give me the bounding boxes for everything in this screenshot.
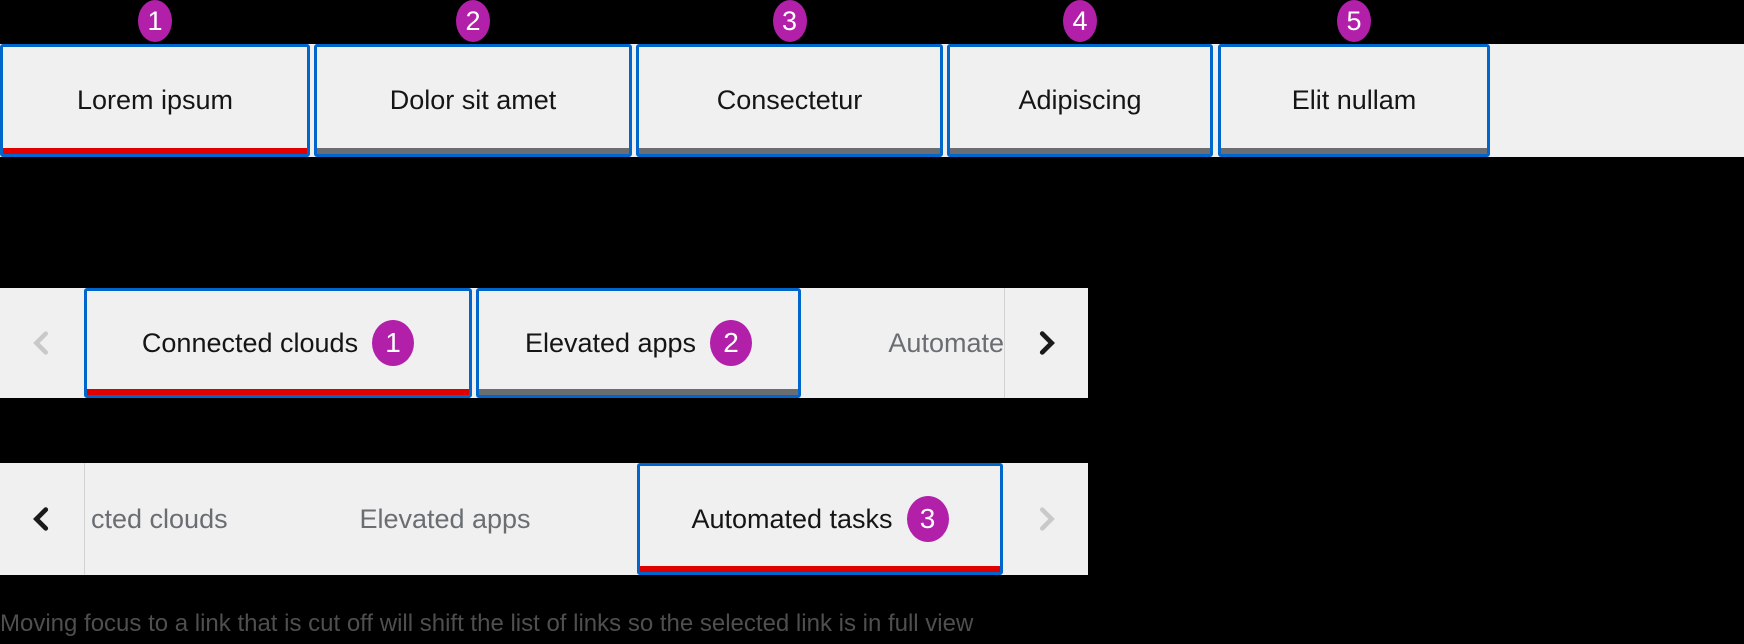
scroll-right-button[interactable] <box>1004 463 1088 575</box>
annotation-badge-2: 2 <box>456 0 490 42</box>
tab-lorem-ipsum[interactable]: 1 Lorem ipsum <box>0 0 310 157</box>
tab-automated-tasks-clipped[interactable]: Automate <box>805 288 1004 398</box>
tab-bottom-border <box>1221 148 1487 154</box>
tab-adipiscing[interactable]: 4 Adipiscing <box>947 0 1213 157</box>
selected-tab-indicator <box>87 389 469 395</box>
tab-dolor-sit-amet[interactable]: 2 Dolor sit amet <box>314 0 632 157</box>
tab-bottom-border <box>479 389 798 395</box>
tab-label: Elevated apps <box>359 503 531 534</box>
tab-bottom-border <box>317 148 629 154</box>
caption-text: Moving focus to a link that is cut off w… <box>0 610 974 637</box>
angle-left-icon <box>33 507 49 531</box>
angle-right-icon <box>1040 507 1055 531</box>
tabs-annotated-bar: 1 Lorem ipsum 2 Dolor sit amet 3 Consect… <box>0 0 1744 157</box>
annotation-badge-1: 1 <box>138 0 172 42</box>
scroll-left-button[interactable] <box>0 288 84 398</box>
scroll-divider <box>84 463 85 575</box>
annotation-badge-4: 4 <box>1063 0 1097 42</box>
tab-bottom-border <box>950 148 1210 154</box>
tab-label: Automate <box>888 327 1004 358</box>
annotation-badge-5: 5 <box>1337 0 1371 42</box>
angle-right-icon <box>1039 331 1055 355</box>
tabs-overflow-bar-shifted: cted clouds Elevated apps Automated task… <box>0 463 1088 575</box>
scroll-right-button[interactable] <box>1004 288 1088 398</box>
tab-connected-clouds[interactable]: Connected clouds 1 <box>84 288 472 398</box>
tab-elevated-apps[interactable]: Elevated apps 2 <box>476 288 801 398</box>
tab-label: Elit nullam <box>1291 85 1417 115</box>
scroll-left-button[interactable] <box>0 463 84 575</box>
tab-label: Elevated apps <box>524 327 697 358</box>
tab-bottom-border <box>639 148 940 154</box>
angle-left-icon <box>33 331 48 355</box>
tab-label: Connected clouds <box>141 327 359 358</box>
tab-elevated-apps[interactable]: Elevated apps <box>300 463 590 575</box>
scroll-divider <box>1004 288 1005 398</box>
annotation-badge-3: 3 <box>906 496 949 542</box>
tab-label: Adipiscing <box>1018 85 1142 115</box>
annotation-badge-3: 3 <box>772 0 807 42</box>
selected-tab-indicator <box>3 148 307 154</box>
tab-label: Dolor sit amet <box>389 85 557 115</box>
tab-label: Automated tasks <box>691 503 893 534</box>
annotation-badge-1: 1 <box>372 320 415 366</box>
selected-tab-indicator <box>640 566 1000 572</box>
tabs-overflow-bar-start: Connected clouds 1 Elevated apps 2 Autom… <box>0 288 1088 398</box>
tab-label: cted clouds <box>91 503 228 534</box>
tab-label: Lorem ipsum <box>76 85 234 115</box>
tab-automated-tasks[interactable]: Automated tasks 3 <box>637 463 1003 575</box>
tab-elit-nullam[interactable]: 5 Elit nullam <box>1218 0 1490 157</box>
tab-connected-clouds-clipped[interactable]: cted clouds <box>85 463 291 575</box>
tab-label: Consectetur <box>716 85 863 115</box>
annotation-badge-2: 2 <box>710 320 753 366</box>
tab-consectetur[interactable]: 3 Consectetur <box>636 0 943 157</box>
